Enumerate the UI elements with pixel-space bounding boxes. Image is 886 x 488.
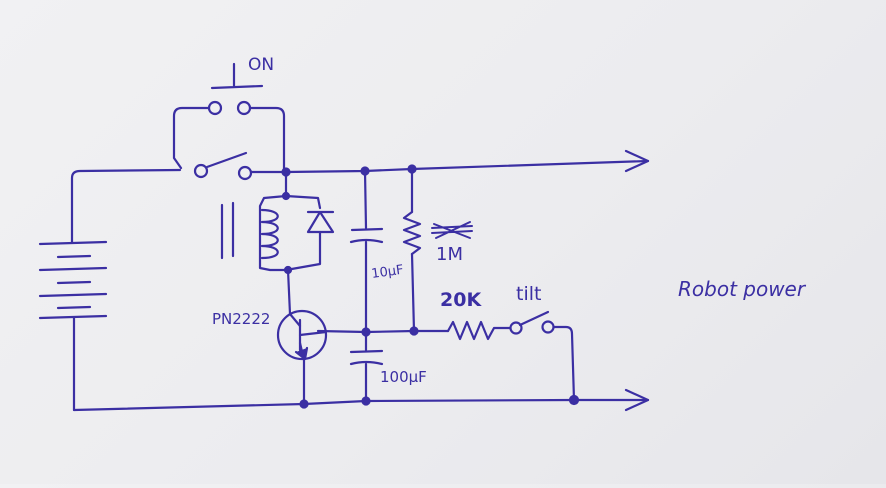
diode-wire — [284, 194, 322, 272]
resistor-lead — [410, 252, 416, 333]
battery-plate — [56, 305, 92, 310]
switch-contact — [193, 163, 209, 179]
capacitor-plate — [349, 238, 384, 244]
switch-contact — [207, 100, 223, 116]
transistor-collector — [288, 312, 302, 328]
junction-dot — [281, 191, 291, 201]
transistor-body — [276, 309, 328, 361]
emitter-arrow-icon — [294, 346, 309, 361]
pushbutton-plunger — [210, 62, 264, 90]
capacitor-plate — [349, 360, 384, 366]
resistor-1m — [402, 167, 422, 333]
battery-plate — [56, 280, 92, 285]
label-robot-power: Robot power — [678, 277, 807, 301]
capacitor-plate — [349, 349, 384, 354]
switch-blade — [205, 151, 248, 169]
on-pushbutton — [172, 62, 286, 174]
tilt-blade — [518, 310, 550, 327]
pushbutton-bypass-wire — [248, 106, 286, 174]
junction-dot — [568, 394, 580, 406]
battery-top-lead — [70, 168, 182, 244]
capacitor-10uf — [349, 169, 384, 334]
label-1m: 1M — [436, 244, 463, 265]
label-pn2222: PN2222 — [212, 310, 270, 328]
bottom-rail-arrow — [624, 388, 650, 412]
tilt-switch — [509, 310, 576, 402]
battery-plate — [38, 292, 108, 298]
relay-contact — [193, 151, 288, 181]
bottom-rail — [72, 398, 650, 412]
relay-coil-loop — [258, 194, 288, 272]
diode-icon — [306, 210, 335, 234]
junction-dot — [361, 396, 371, 406]
transistor-base — [298, 330, 328, 337]
top-rail — [284, 159, 650, 174]
junction-dot — [283, 265, 293, 275]
relay-to-collector — [286, 268, 292, 316]
top-rail-arrow — [624, 149, 650, 173]
label-100uf: 100µF — [380, 368, 427, 386]
tilt-wire — [552, 325, 576, 402]
switch-contact — [236, 100, 252, 116]
relay — [220, 170, 335, 316]
switch-contact — [237, 165, 253, 181]
base-node-wire — [316, 329, 450, 334]
switch-contact — [509, 321, 523, 335]
capacitor-100uf — [349, 330, 384, 403]
switch-contact — [541, 320, 555, 334]
battery-plate — [38, 266, 108, 272]
pushbutton-bypass-wire — [172, 106, 211, 170]
label-tilt: tilt — [516, 283, 541, 305]
resistor-20k — [446, 320, 512, 341]
capacitor-plate — [350, 227, 384, 232]
label-on: ON — [248, 55, 274, 75]
junction-dot — [299, 399, 309, 409]
scribbled-out-label — [431, 221, 473, 239]
label-20k: 20K — [440, 289, 482, 311]
relay-coil — [260, 208, 279, 260]
battery-plate — [38, 314, 108, 320]
junction-dot — [409, 326, 419, 336]
transistor-pn2222 — [276, 309, 328, 406]
resistor-zigzag — [402, 210, 422, 256]
label-10uf: 10µF — [370, 263, 404, 282]
battery-plate — [56, 254, 92, 259]
battery — [38, 168, 182, 412]
capacitor-lead — [363, 169, 368, 230]
battery-plate — [38, 240, 108, 246]
